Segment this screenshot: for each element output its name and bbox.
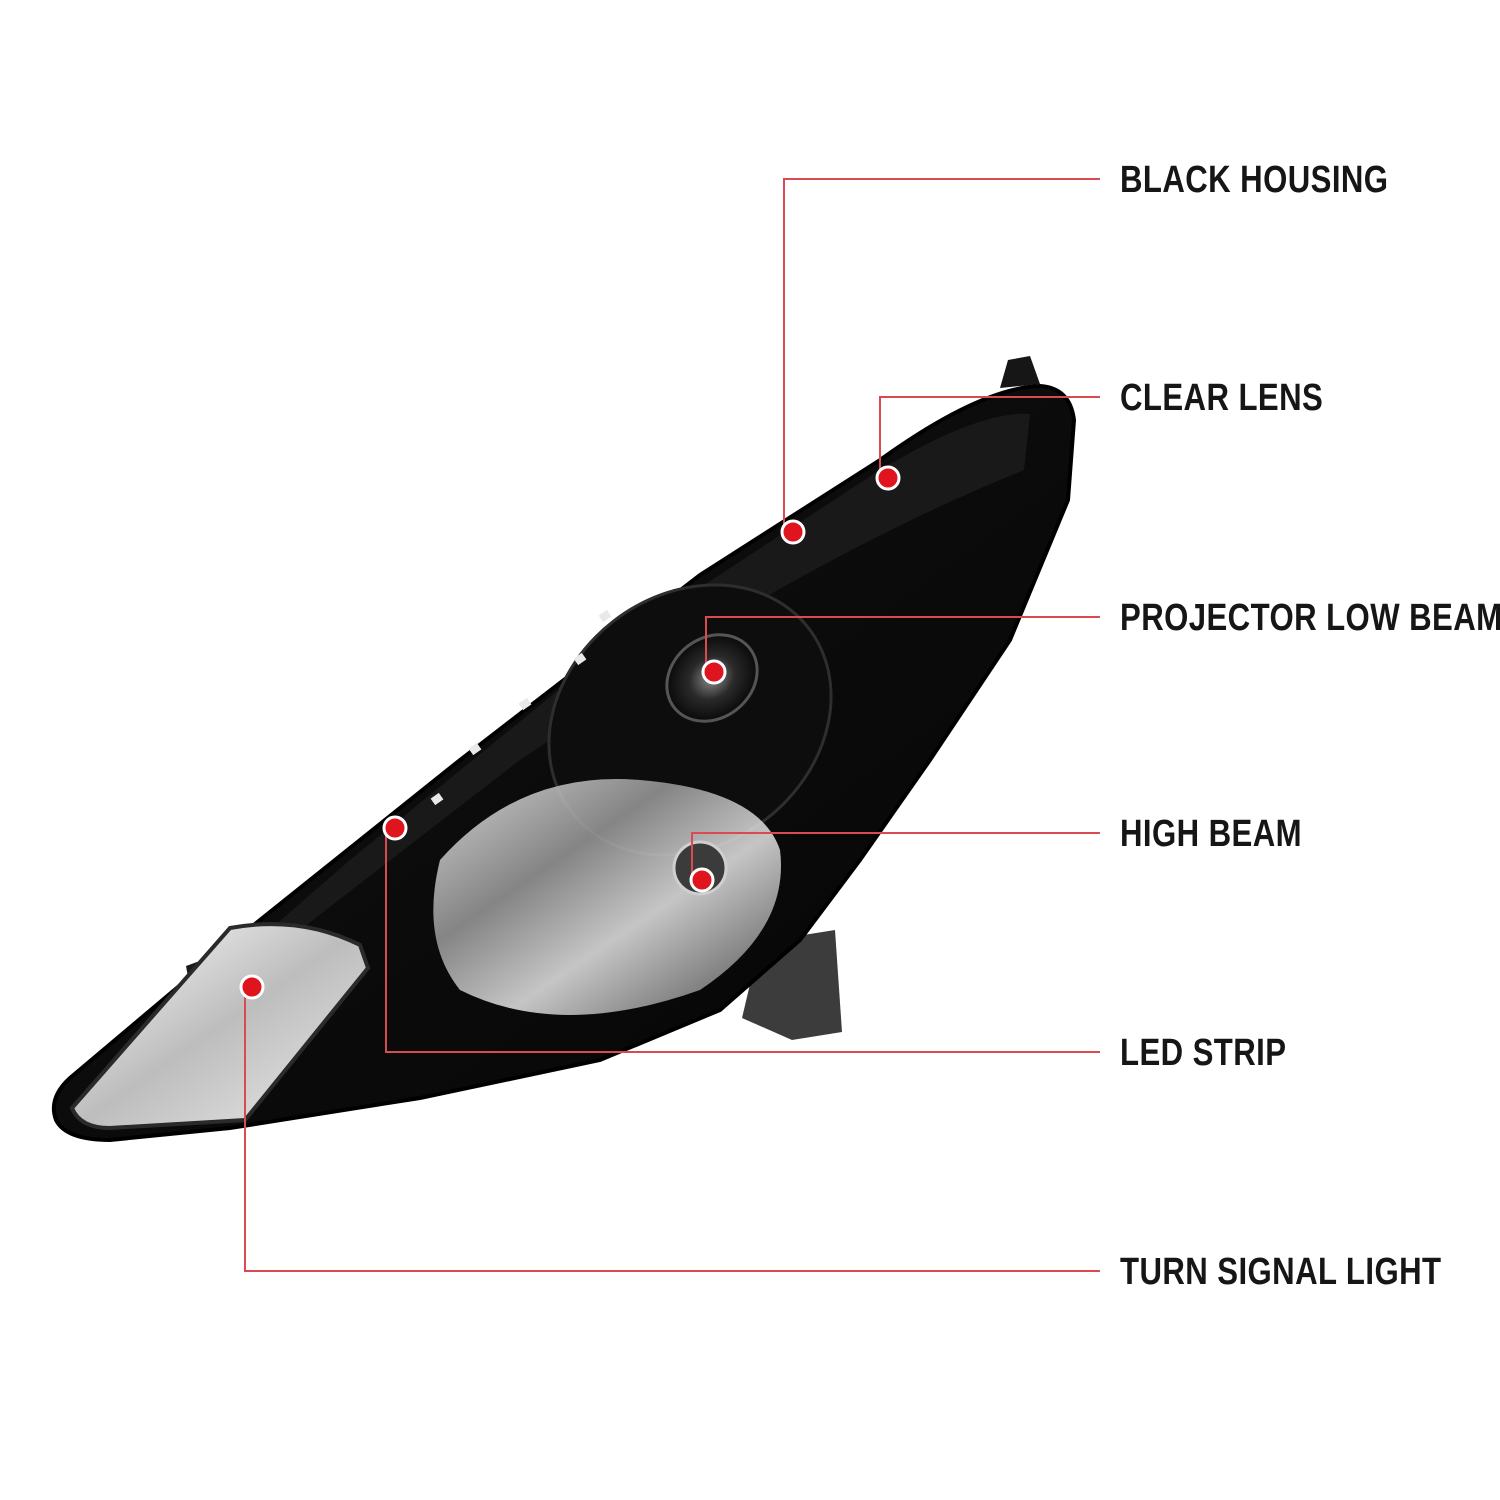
- marker-turn-signal: [239, 974, 265, 1000]
- high-beam-reflector: [433, 779, 781, 1015]
- leader-led-strip: [385, 828, 1100, 1053]
- marker-black-housing: [780, 519, 806, 545]
- leader-lines: [244, 178, 1100, 1272]
- leader-high-beam: [691, 832, 1100, 880]
- lens-sheen: [120, 413, 1030, 1060]
- label-led-strip: LED STRIP: [1120, 1032, 1287, 1074]
- leader-clear-lens: [879, 396, 1100, 478]
- marker-high-beam: [689, 867, 715, 893]
- label-black-housing: BLACK HOUSING: [1120, 159, 1389, 201]
- leader-black-housing: [783, 178, 1100, 532]
- label-high-beam: HIGH BEAM: [1120, 813, 1303, 855]
- leader-turn-signal: [244, 987, 1100, 1272]
- led-strip: [430, 609, 612, 806]
- label-turn-signal-light: TURN SIGNAL LIGHT: [1120, 1251, 1442, 1293]
- marker-projector-low-beam: [701, 659, 727, 685]
- label-projector-low-beam: PROJECTOR LOW BEAM: [1120, 597, 1500, 639]
- label-clear-lens: CLEAR LENS: [1120, 377, 1324, 419]
- marker-led-strip: [382, 815, 408, 841]
- turn-signal-lens: [69, 922, 371, 1131]
- callout-markers: [239, 465, 901, 1000]
- leader-projector-low-beam: [705, 616, 1100, 672]
- marker-clear-lens: [875, 465, 901, 491]
- mount-tab-top: [1000, 356, 1040, 388]
